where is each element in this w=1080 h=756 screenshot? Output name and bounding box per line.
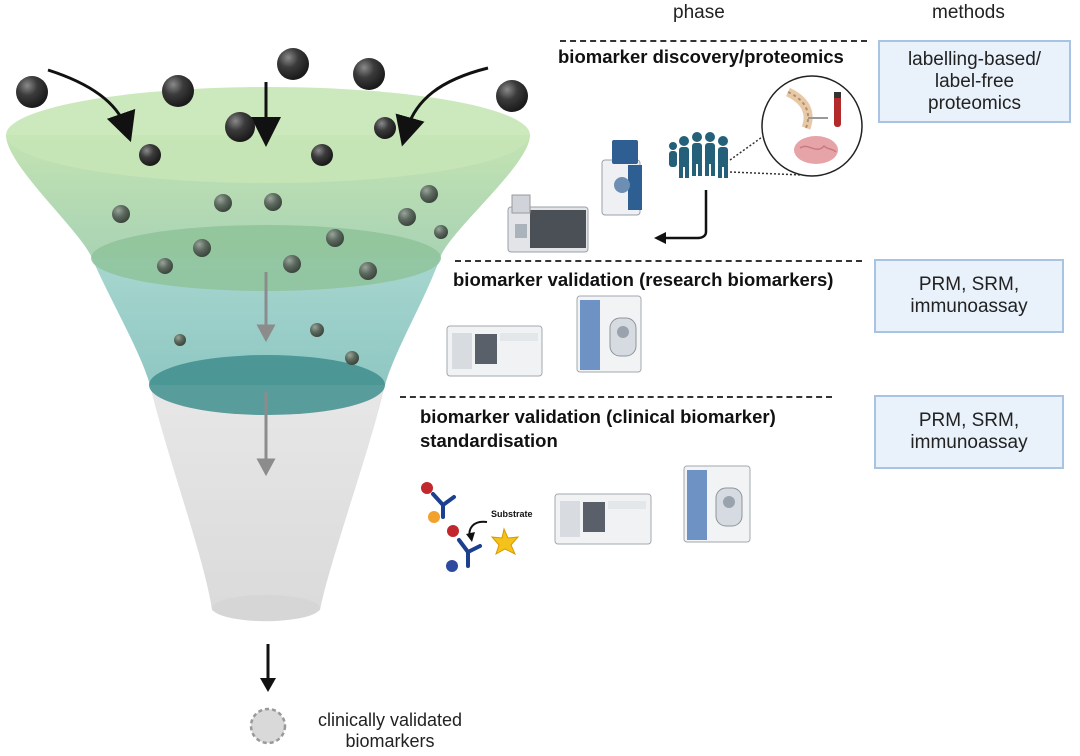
methods-box-discovery: labelling-based/ label-free proteomics (878, 40, 1071, 123)
phase-title-clinical-validation: biomarker validation (clinical biomarker… (420, 406, 776, 427)
validated-biomarker-icon (249, 707, 287, 745)
mass-spectrometer-icon-2 (446, 325, 543, 377)
funnel-ring-teal (149, 355, 385, 415)
lc-instrument-icon (601, 140, 642, 216)
particle (162, 75, 194, 107)
divider-phase-3 (400, 396, 832, 398)
particle (353, 58, 385, 90)
funnel-bottom (212, 595, 320, 621)
particle (311, 144, 333, 166)
particle (225, 112, 255, 142)
substrate-star-icon (490, 527, 520, 556)
return-arrow (654, 190, 708, 244)
antibody-icon (431, 492, 482, 568)
method-line: PRM, SRM, (918, 410, 1020, 431)
particle (174, 334, 186, 346)
mass-spectrometer-icon (507, 194, 589, 253)
incoming-particles (16, 48, 528, 112)
methods-box-clinical-validation: PRM, SRM, immunoassay (874, 395, 1064, 469)
particle (496, 80, 528, 112)
output-arrow (260, 644, 276, 692)
outcome-label: clinically validated biomarkers (305, 710, 475, 752)
particle (193, 239, 211, 257)
particle (139, 144, 161, 166)
particle (16, 76, 48, 108)
lc-instrument-icon-3 (683, 465, 751, 543)
particle (434, 225, 448, 239)
particle (345, 351, 359, 365)
outcome-line: clinically validated (317, 710, 463, 730)
substrate-reaction-arrow (466, 520, 488, 542)
particle (283, 255, 301, 273)
antigen-dots (421, 482, 459, 572)
phase-title-research-validation: biomarker validation (research biomarker… (453, 269, 834, 290)
particle (157, 258, 173, 274)
particle (310, 323, 324, 337)
brain-spine-blood-icon (761, 75, 863, 177)
particle (359, 262, 377, 280)
divider-phase-2 (455, 260, 862, 262)
methods-column-header: methods (932, 2, 1005, 23)
phase-title-standardisation: standardisation (420, 430, 558, 451)
lc-instrument-icon-2 (576, 295, 642, 373)
particle (264, 193, 282, 211)
methods-box-research-validation: PRM, SRM, immunoassay (874, 259, 1064, 333)
entry-arrows (47, 66, 489, 147)
method-line: proteomics (928, 92, 1021, 114)
method-line: PRM, SRM, (918, 274, 1020, 295)
funnel-particles (112, 112, 448, 365)
funnel (6, 87, 530, 622)
funnel-section-clinical (150, 385, 385, 622)
patient-group-icon (669, 132, 728, 178)
particle (374, 117, 396, 139)
particle (420, 185, 438, 203)
substrate-label: Substrate (491, 509, 533, 519)
funnel-rim-top (6, 87, 530, 183)
callout-lines (729, 134, 803, 176)
particle (112, 205, 130, 223)
method-line: labelling-based/ (907, 48, 1042, 70)
mass-spectrometer-icon-3 (554, 493, 652, 545)
method-line: label-free (934, 70, 1015, 92)
method-line: immunoassay (910, 296, 1028, 317)
phase-column-header: phase (673, 2, 725, 23)
method-line: immunoassay (910, 432, 1028, 453)
particle (398, 208, 416, 226)
arrow-left-curve (47, 68, 136, 143)
phase-title-discovery: biomarker discovery/proteomics (558, 46, 844, 67)
divider-phase-1 (560, 40, 867, 42)
outcome-line: biomarkers (345, 731, 435, 751)
internal-arrows (256, 272, 276, 477)
arrow-right-curve (395, 66, 489, 147)
funnel-ring-green (91, 225, 441, 291)
particle (277, 48, 309, 80)
particle (214, 194, 232, 212)
particle (326, 229, 344, 247)
